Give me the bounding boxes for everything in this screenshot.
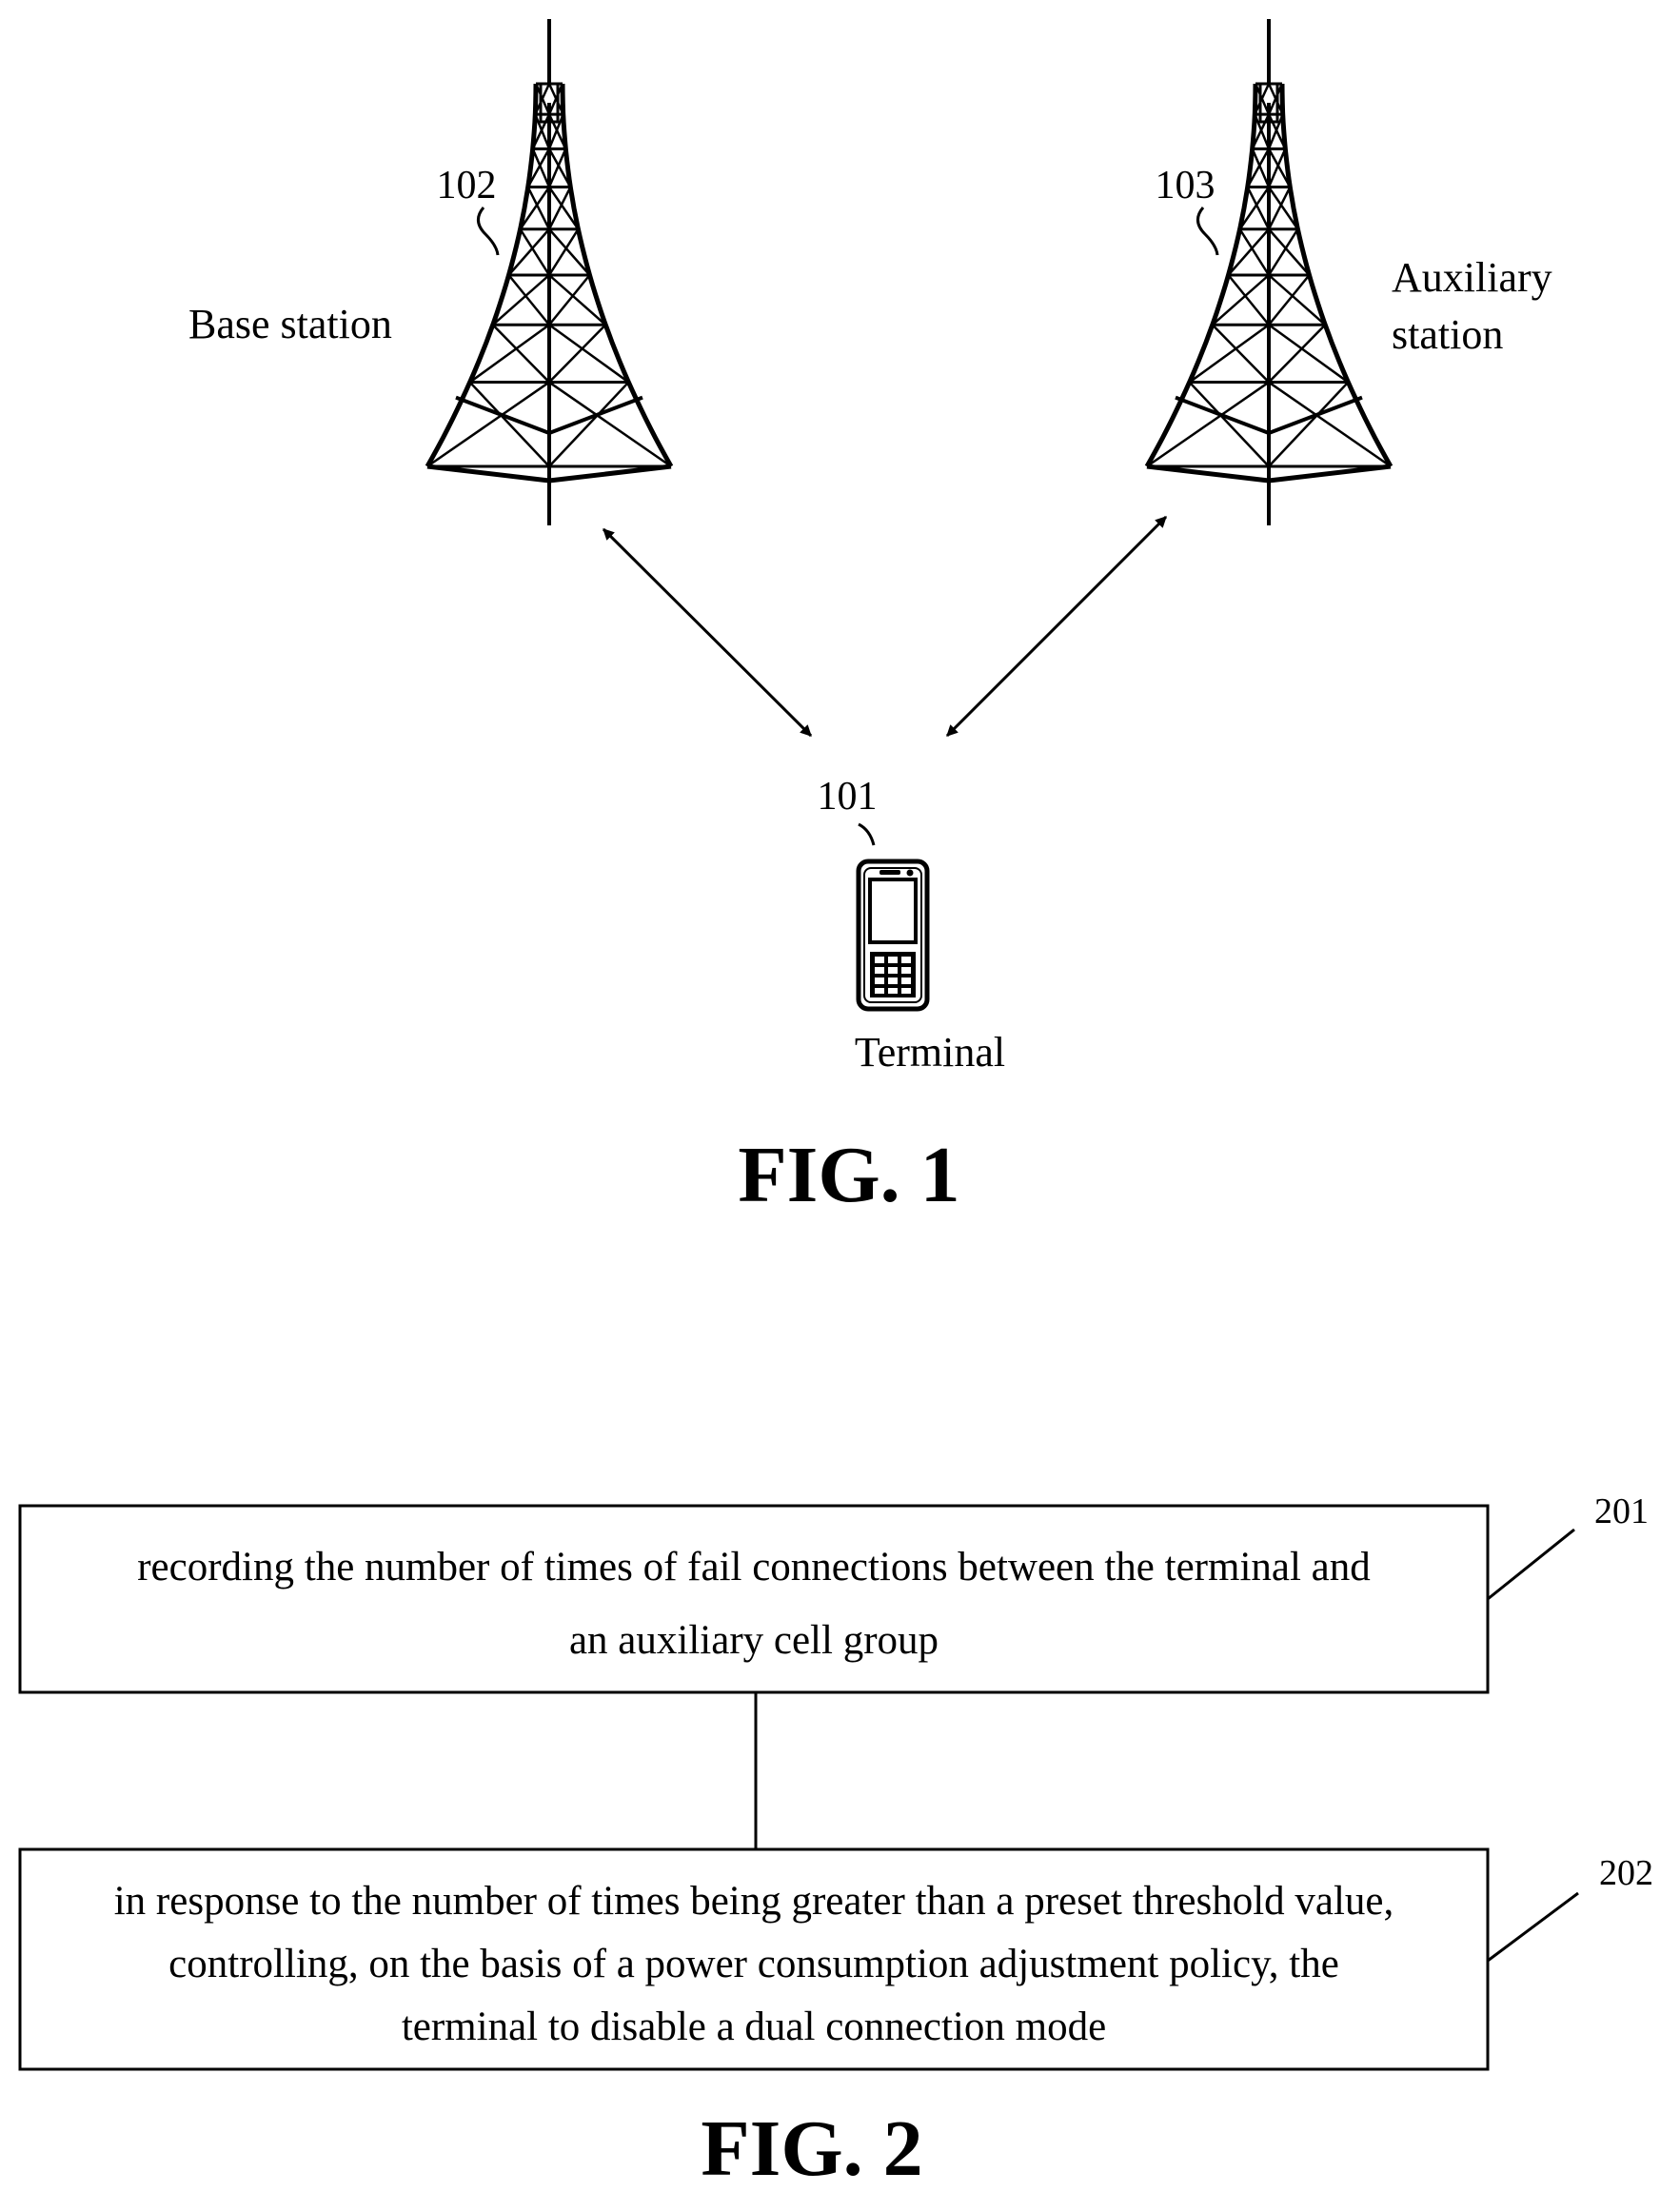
fig2-title: FIG. 2	[701, 2104, 922, 2193]
auxiliary-station-label-line2: station	[1392, 311, 1503, 358]
terminal-label: Terminal	[855, 1029, 1005, 1076]
base-station-label: Base station	[188, 301, 392, 347]
fig1: 102 Base station 103 Auxiliary station 1…	[188, 19, 1552, 1219]
base-to-terminal-arrow	[603, 529, 811, 736]
fig2: recording the number of times of fail co…	[20, 1491, 1653, 2193]
step-202-text-line3: terminal to disable a dual connection mo…	[402, 2005, 1106, 2049]
ref-102: 102	[437, 164, 497, 207]
fig1-title: FIG. 1	[738, 1131, 959, 1219]
ref-101: 101	[818, 775, 878, 819]
ref-103-leader-line	[1197, 207, 1217, 255]
mobile-phone-icon	[859, 861, 927, 1009]
step-202-text-line2: controlling, on the basis of a power con…	[168, 1942, 1339, 1986]
ref-102-leader-line	[478, 207, 498, 255]
base-station-tower-icon	[427, 19, 671, 525]
step-201-box	[20, 1506, 1488, 1692]
ref-101-leader-line	[859, 824, 874, 845]
auxiliary-station-tower-icon	[1147, 19, 1391, 525]
auxiliary-to-terminal-arrow	[947, 517, 1166, 736]
auxiliary-station-label-line1: Auxiliary	[1392, 254, 1552, 301]
ref-201-leader-line	[1488, 1530, 1574, 1599]
step-202-text-line1: in response to the number of times being…	[114, 1879, 1394, 1924]
step-201-text-line1: recording the number of times of fail co…	[137, 1545, 1371, 1590]
ref-201: 201	[1594, 1491, 1649, 1531]
ref-202: 202	[1599, 1853, 1653, 1893]
ref-103: 103	[1156, 164, 1216, 207]
step-201-text-line2: an auxiliary cell group	[569, 1618, 939, 1663]
ref-202-leader-line	[1488, 1893, 1578, 1961]
